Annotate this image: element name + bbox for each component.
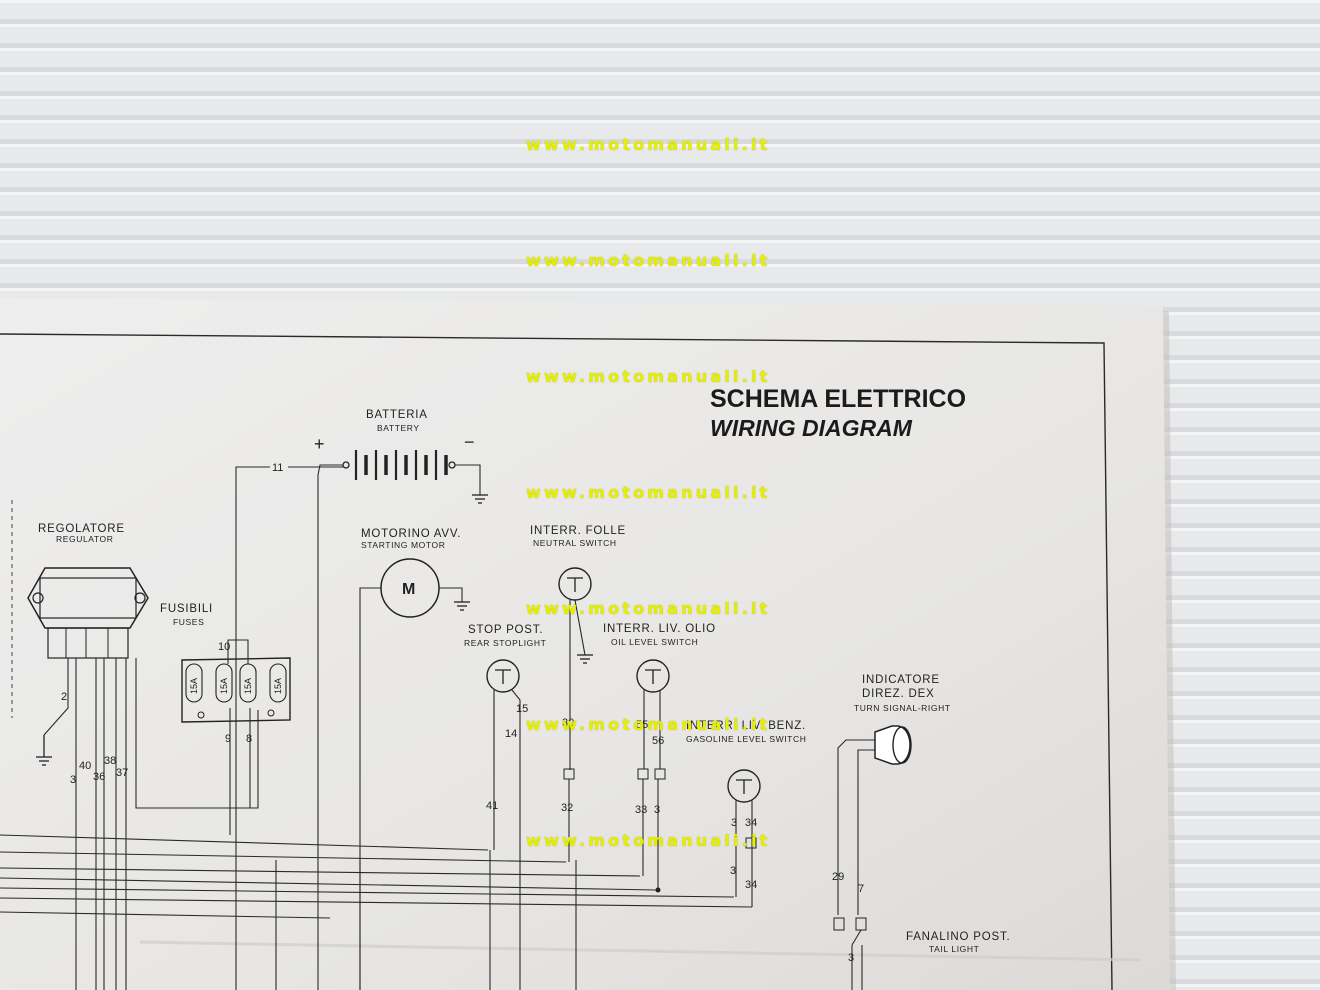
wire-harness [0,834,753,990]
starting-motor: MOTORINO AVV. STARTING MOTOR M [359,528,470,990]
wire-41-label: 41 [486,800,498,812]
wire-32-label: 32 [561,802,573,814]
wire-3d-label: 3 [730,865,736,877]
taillight-label-en: TAIL LIGHT [929,944,979,954]
motor-label-it: MOTORINO AVV. [361,528,461,540]
fuse-3-rating: 15A [243,678,253,694]
turn-signal-right: INDICATORE DIREZ. DEX TURN SIGNAL-RIGHT [833,674,951,990]
fuses-label-it: FUSIBILI [160,603,213,615]
turn-label-it-1: INDICATORE [862,674,940,686]
wire-36-label: 36 [93,771,105,783]
wire-34a-label: 34 [745,817,757,829]
wire-2-label: 2 [61,691,67,703]
motor-symbol: M [402,581,415,598]
neutral-switch: INTERR. FOLLE NEUTRAL SWITCH [530,525,626,862]
gasoline-level-switch: INTERR. LIV. BENZ. GASOLINE LEVEL SWITCH [686,720,806,907]
watermark-1: www.motomanuali.it [526,135,771,154]
wire-3b-label: 3 [654,804,660,816]
fuses-label-en: FUSES [173,617,204,627]
fuse-1-rating: 15A [189,678,199,694]
wire-40-label: 40 [79,760,91,772]
wire-29-label: 29 [832,871,844,883]
watermark-4: www.motomanuali.it [526,483,771,502]
wire-3a-label: 3 [70,774,76,786]
wire-38-label: 38 [104,755,116,767]
neutral-label-it: INTERR. FOLLE [530,525,626,537]
oil-label-it: INTERR. LIV. OLIO [603,623,716,635]
wire-3e-label: 3 [848,952,854,964]
wire-33-label: 33 [635,804,647,816]
wire-8-label: 8 [246,733,252,745]
turn-label-it-2: DIREZ. DEX [862,688,935,700]
fuse-box: FUSIBILI FUSES 15A 15A 15A 15A [160,603,291,723]
oil-label-en: OIL LEVEL SWITCH [611,637,698,647]
wire-11-label: 11 [272,462,283,474]
stoplight-label-en: REAR STOPLIGHT [464,638,546,648]
battery-plus: + [314,434,325,454]
neutral-ground-icon [577,654,593,664]
watermark-6: www.motomanuali.it [526,715,771,734]
wire-34b-label: 34 [745,879,757,891]
wire-14-label: 14 [505,728,517,740]
fuse-2-rating: 15A [219,678,229,694]
watermark-7: www.motomanuali.it [526,831,771,850]
taillight-label-it: FANALINO POST. [906,931,1011,943]
diagram-title-en: WIRING DIAGRAM [710,415,913,441]
battery-label-it: BATTERIA [366,409,428,421]
oil-level-switch: INTERR. LIV. OLIO OIL LEVEL SWITCH [603,623,716,893]
regulator-ground-icon [36,735,52,766]
stoplight: STOP POST. REAR STOPLIGHT [464,624,546,990]
watermark-5: www.motomanuali.it [526,599,771,618]
motor-label-en: STARTING MOTOR [361,540,445,550]
wire-9-label: 9 [225,733,231,745]
gasoline-label-en: GASOLINE LEVEL SWITCH [686,734,806,744]
gasoline-label-it: INTERR. LIV. BENZ. [686,720,806,732]
wire-30-label: 30 [562,717,574,729]
wire-55-label: 55 [636,719,648,731]
diagram-title-it: SCHEMA ELETTRICO [710,385,966,413]
wire-56-label: 56 [652,735,664,747]
battery-ground-icon [472,494,488,504]
turn-label-en: TURN SIGNAL-RIGHT [854,703,951,713]
wire-3c-label: 3 [731,817,737,829]
battery-label-en: BATTERY [377,423,420,433]
motor-ground-icon [454,601,470,611]
wire-10-label: 10 [218,641,230,653]
stoplight-label-it: STOP POST. [468,624,543,636]
tail-light: FANALINO POST. TAIL LIGHT [906,931,1011,954]
battery-cells [354,450,448,480]
watermark-2: www.motomanuali.it [526,251,771,270]
fuse-4-rating: 15A [273,678,283,694]
regulator: REGOLATORE REGULATOR [27,523,149,659]
wire-37-label: 37 [116,767,128,779]
battery-minus: − [464,432,475,452]
wire-7-label: 7 [858,883,864,895]
battery: BATTERIA BATTERY + − [314,409,488,504]
paper-sheet [0,298,1176,990]
regulator-label-it: REGOLATORE [38,523,125,535]
neutral-label-en: NEUTRAL SWITCH [533,538,617,548]
regulator-label-en: REGULATOR [56,534,114,544]
watermark-3: www.motomanuali.it [526,367,771,386]
wire-15-label: 15 [516,703,528,715]
